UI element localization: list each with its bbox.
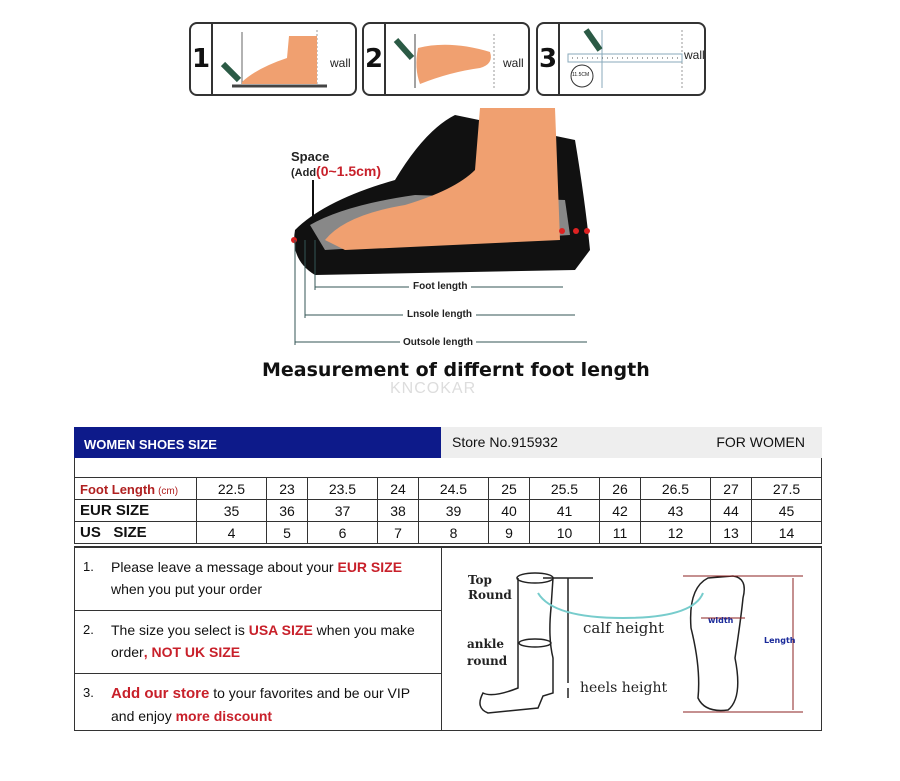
- note-text: when you make order: [111, 622, 415, 660]
- add-text: (Add: [291, 167, 317, 179]
- size-cell: 6: [307, 521, 378, 544]
- ankle-round-label: ankle round: [467, 637, 508, 668]
- outsole-length-label: Outsole length: [400, 337, 476, 348]
- note-text: The size you select is: [111, 622, 249, 638]
- heels-height-label: heels height: [580, 680, 668, 696]
- ruler-illustration: [567, 28, 683, 88]
- size-cell: 36: [265, 499, 309, 522]
- size-cell: 38: [376, 499, 420, 522]
- store-header: Store No.915932 FOR WOMEN: [441, 427, 822, 458]
- spacer-row: [74, 458, 822, 477]
- size-cell: 44: [709, 499, 753, 522]
- size-cell: 37: [307, 499, 378, 522]
- watermark: KNCOKAR: [390, 380, 477, 397]
- size-cell: 26: [598, 477, 642, 500]
- add-label: (Add(0~1.5cm): [291, 163, 381, 179]
- shoe-foot-illustration: [291, 108, 590, 345]
- size-cell: 7: [376, 521, 420, 544]
- size-cell: 24: [376, 477, 420, 500]
- size-cell: 10: [529, 521, 600, 544]
- length-label: Length: [764, 636, 796, 645]
- row-label-text: Foot Length: [80, 481, 156, 497]
- row-label: EUR SIZE: [74, 499, 197, 522]
- size-cell: 11: [598, 521, 642, 544]
- size-cell: 8: [418, 521, 489, 544]
- size-cell: 14: [751, 521, 822, 544]
- size-cell: 13: [709, 521, 753, 544]
- note-1: 1. Please leave a message about your EUR…: [75, 548, 441, 611]
- calf-height-label: calf height: [583, 619, 665, 637]
- diagram-title: Measurement of differnt foot length: [262, 359, 650, 381]
- note-number: 3.: [83, 685, 94, 700]
- row-label-text: US SIZE: [80, 524, 147, 541]
- note-text: Please leave a message about your: [111, 559, 338, 575]
- foot-side-illustration: [220, 30, 327, 88]
- size-cell: 24.5: [418, 477, 489, 500]
- size-cell: 23.5: [307, 477, 378, 500]
- info-section: 1. Please leave a message about your EUR…: [74, 546, 822, 731]
- size-cell: 5: [265, 521, 309, 544]
- space-label: Space: [291, 149, 330, 164]
- step-3-panel: 3 11.5CM wall: [536, 22, 706, 96]
- size-cell: 25.5: [529, 477, 600, 500]
- size-cell: 27: [709, 477, 753, 500]
- note-highlight: EUR SIZE: [337, 559, 403, 575]
- note-text: to your favorites and be our VIP and enj…: [111, 685, 410, 724]
- note-highlight: USA SIZE: [248, 622, 313, 638]
- size-cell: 22.5: [196, 477, 267, 500]
- notes-list: 1. Please leave a message about your EUR…: [75, 548, 442, 730]
- note-text: when you put your order: [111, 581, 262, 597]
- row-label: Foot Length(cm): [74, 477, 197, 500]
- size-cell: 12: [640, 521, 711, 544]
- size-cell: 35: [196, 499, 267, 522]
- wall-label: wall: [684, 48, 705, 62]
- note-number: 2.: [83, 622, 94, 637]
- foot-length-label: Foot length: [409, 281, 472, 292]
- insole-length-label: Lnsole length: [403, 309, 476, 320]
- width-label: width: [708, 616, 734, 625]
- foot-top-illustration: [393, 34, 495, 88]
- size-cell: 9: [487, 521, 531, 544]
- row-label-text: EUR SIZE: [80, 502, 150, 519]
- size-cell: 42: [598, 499, 642, 522]
- for-women-label: FOR WOMEN: [716, 434, 805, 450]
- note-2: 2. The size you select is USA SIZE when …: [75, 611, 441, 674]
- add-range: (0~1.5cm): [316, 163, 382, 179]
- step-number: 3: [538, 24, 560, 94]
- step-number: 2: [364, 24, 386, 94]
- row-label: US SIZE: [74, 521, 197, 544]
- size-cell: 27.5: [751, 477, 822, 500]
- size-cell: 25: [487, 477, 531, 500]
- size-cell: 40: [487, 499, 531, 522]
- note-highlight: Add our store: [111, 685, 210, 702]
- note-highlight: more discount: [175, 708, 273, 724]
- chart-title: WOMEN SHOES SIZE: [74, 427, 441, 458]
- unit-label: (cm): [158, 485, 179, 497]
- top-round-label: Top Round: [468, 573, 512, 602]
- ruler-label: 11.5CM: [572, 72, 590, 78]
- wall-label: wall: [503, 56, 524, 70]
- size-cell: 23: [265, 477, 309, 500]
- wall-label: wall: [330, 56, 351, 70]
- size-cell: 43: [640, 499, 711, 522]
- step-1-panel: 1 wall: [189, 22, 357, 96]
- step-2-panel: 2 wall: [362, 22, 530, 96]
- size-cell: 26.5: [640, 477, 711, 500]
- size-cell: 41: [529, 499, 600, 522]
- step-number: 1: [191, 24, 213, 94]
- note-highlight: , NOT UK SIZE: [143, 644, 241, 660]
- size-cell: 4: [196, 521, 267, 544]
- size-cell: 45: [751, 499, 822, 522]
- store-number: Store No.915932: [452, 434, 558, 450]
- note-3: 3. Add our store to your favorites and b…: [75, 674, 441, 731]
- boot-foot-measure-illustration: [479, 572, 803, 714]
- size-cell: 39: [418, 499, 489, 522]
- note-number: 1.: [83, 559, 94, 574]
